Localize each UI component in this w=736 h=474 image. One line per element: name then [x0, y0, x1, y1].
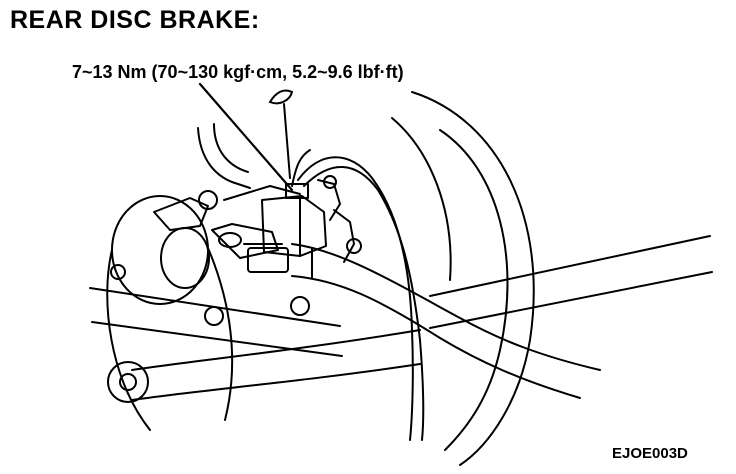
suspension-arm — [89, 235, 713, 403]
fluid-drop-icon — [268, 89, 294, 105]
torque-leader-line — [198, 82, 294, 192]
brake-hub — [106, 190, 310, 431]
figure-code: EJOE003D — [612, 445, 688, 462]
brake-caliper — [153, 123, 301, 231]
brake-disc — [391, 91, 535, 466]
fluid-leader-line — [283, 103, 291, 179]
brake-hose — [291, 243, 601, 399]
page-title: REAR DISC BRAKE: — [10, 6, 260, 34]
sensor-wires — [291, 149, 425, 441]
connector-bracket — [211, 223, 289, 273]
torque-spec-label: 7~13 Nm (70~130 kgf·cm, 5.2~9.6 lbf·ft) — [72, 62, 404, 82]
